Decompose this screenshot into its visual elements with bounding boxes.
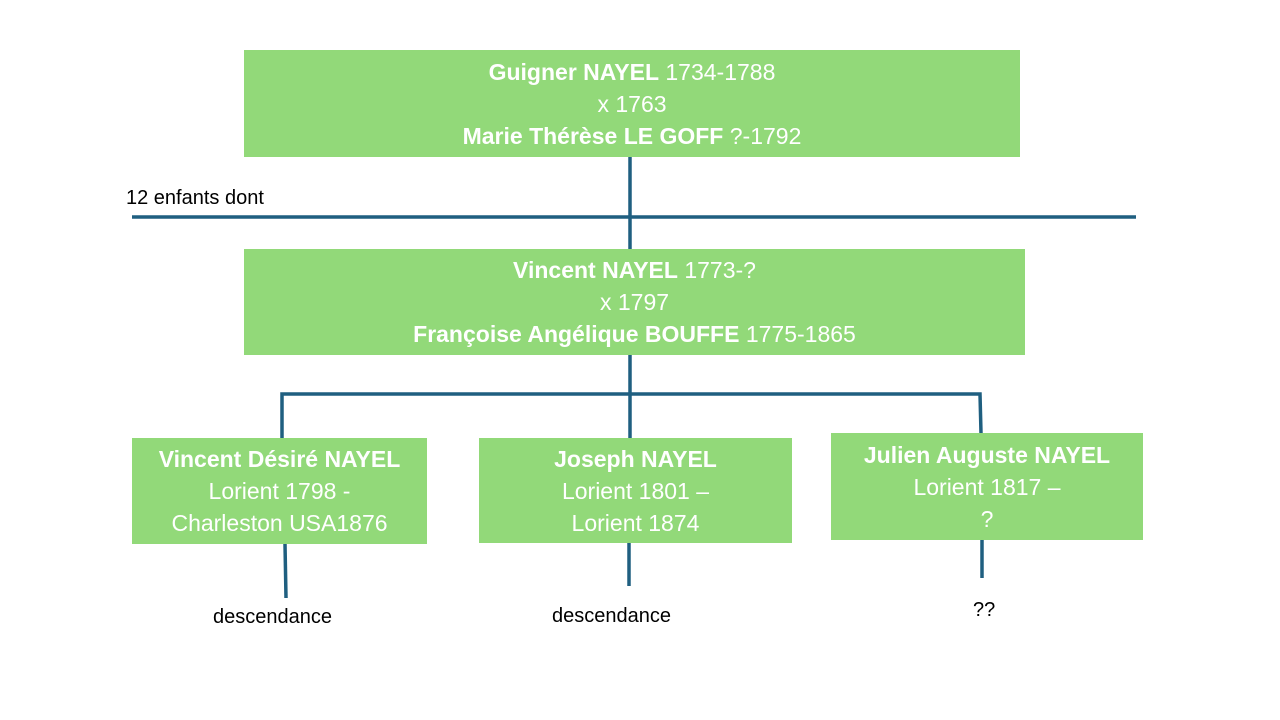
root-person-line: Guigner NAYEL 1734-1788 — [244, 56, 1020, 88]
second-couple-box: Vincent NAYEL 1773-? x 1797 Françoise An… — [244, 249, 1025, 355]
second-spouse-dates: 1775-1865 — [745, 321, 856, 347]
second-person-name: Vincent NAYEL — [513, 257, 678, 283]
children-count-note: 12 enfants dont — [126, 187, 264, 209]
child-death: Charleston USA1876 — [171, 510, 388, 536]
root-spouse-dates: ?-1792 — [729, 122, 802, 149]
root-marriage: x 1763 — [597, 90, 667, 117]
child-box-vincent-desire: Vincent Désiré NAYEL Lorient 1798 - Char… — [132, 438, 427, 544]
child-name: Julien Auguste NAYEL — [863, 441, 1111, 468]
child-death: Lorient 1874 — [571, 509, 700, 536]
second-person-dates: 1773-? — [684, 257, 756, 283]
second-spouse-line: Françoise Angélique BOUFFE 1775-1865 — [244, 318, 1025, 350]
child1-descendance-connector — [283, 543, 288, 599]
child1-descendance-label: descendance — [213, 606, 332, 628]
children-bracket — [280, 392, 983, 438]
child-birth: Lorient 1801 – — [561, 477, 710, 504]
root-spouse-name: Marie Thérèse LE GOFF — [462, 122, 724, 149]
child-birth: Lorient 1817 – — [913, 473, 1061, 500]
child-box-julien-auguste: Julien Auguste NAYEL Lorient 1817 – ? — [831, 433, 1143, 540]
child-name: Vincent Désiré NAYEL — [158, 446, 401, 472]
child-birth: Lorient 1798 - — [208, 478, 351, 504]
second-marriage: x 1797 — [599, 289, 670, 315]
child3-descendance-label: ?? — [973, 599, 996, 621]
root-person-dates: 1734-1788 — [665, 58, 776, 85]
second-spouse-name: Françoise Angélique BOUFFE — [413, 321, 740, 347]
child2-descendance-label: descendance — [552, 605, 671, 627]
second-person-line: Vincent NAYEL 1773-? — [244, 254, 1025, 286]
child-name: Joseph NAYEL — [554, 445, 717, 472]
root-person-name: Guigner NAYEL — [488, 58, 659, 85]
child-death: ? — [980, 505, 994, 532]
child-box-joseph: Joseph NAYEL Lorient 1801 – Lorient 1874 — [479, 438, 792, 543]
root-couple-box: Guigner NAYEL 1734-1788 x 1763 Marie Thé… — [244, 50, 1020, 157]
root-spouse-line: Marie Thérèse LE GOFF ?-1792 — [244, 120, 1020, 152]
